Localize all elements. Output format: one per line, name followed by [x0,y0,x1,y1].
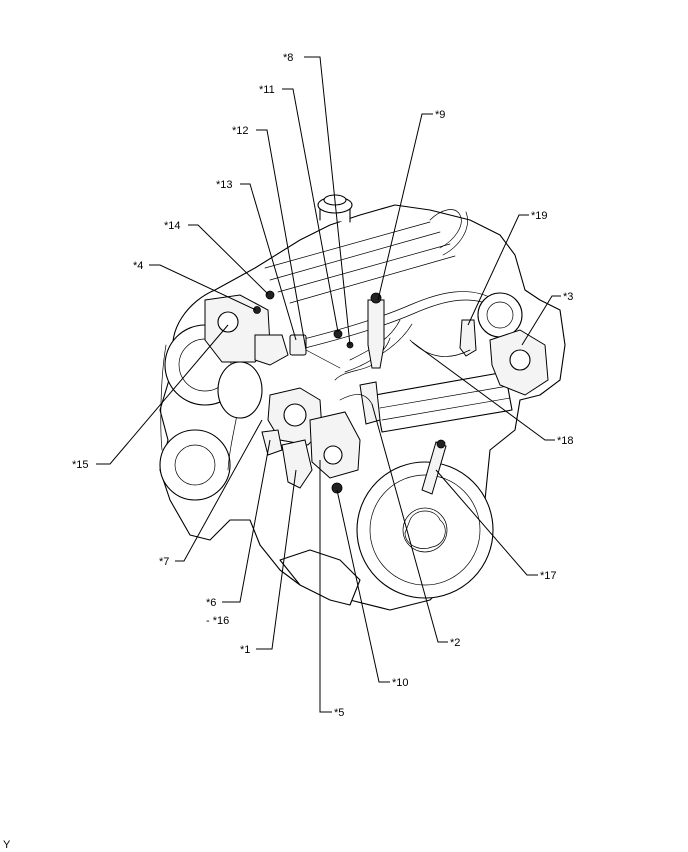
callout-18: *18 [557,435,574,447]
callout-11: *11 [259,84,275,96]
leader-13 [240,183,297,341]
leader-4 [149,264,257,311]
leader-2 [371,403,448,643]
leader-lines [96,56,561,713]
sensor-8-pipe [334,364,373,381]
flywheel-ring [369,474,481,586]
intake-throttle-bore [217,311,239,333]
engine-illustration [159,194,566,611]
actuator-3-port [509,349,531,371]
sensor-10 [331,482,343,494]
leader-15 [96,324,229,465]
callout-3: *3 [563,291,573,303]
egr-valve-5 [309,411,361,479]
callout-15: *15 [72,459,89,471]
leader-8 [304,56,351,346]
egr-valve-5-port [323,445,343,465]
callout-9: *9 [435,109,445,121]
sensor-4 [253,306,261,314]
callout-7: *7 [159,556,169,568]
callout-1: *1 [240,644,250,656]
turbo-housing-inner [486,301,514,329]
callout-10: *10 [392,677,409,689]
sensor-14 [265,290,275,300]
turbo-housing [477,292,523,338]
sensor-19 [459,319,477,357]
crank-pulley-inner [174,444,216,486]
sensor-13-body [289,334,307,356]
callout-17: *17 [540,570,557,582]
callout-8: *8 [283,52,293,64]
callout-6: *6 [206,597,216,609]
leader-10 [336,489,390,683]
leader-9 [377,113,433,301]
leader-17 [435,469,538,576]
callout-4: *4 [133,260,143,272]
egr-valve-1 [281,439,313,489]
throttle-actuator [254,334,289,366]
footer-code: Y [3,839,11,851]
leader-11 [282,88,339,333]
leader-7 [175,419,263,562]
injector-9 [367,299,385,369]
leader-1 [256,469,297,650]
throttle-valve-bore [283,403,307,427]
sensor-6 [261,429,283,456]
callout-5: *5 [334,707,344,719]
upper-hose [429,209,468,256]
pipe-2 [339,394,373,405]
leader-19 [467,214,529,326]
oil-filter [217,361,263,419]
head-cover-ribs [264,221,456,304]
injector-9-top [370,292,382,304]
leader-18 [411,341,555,441]
callout-19: *19 [531,210,548,222]
glow-plug-12 [305,349,341,369]
flywheel-hub [402,507,448,553]
leader-12 [256,129,307,351]
callout-12: *12 [232,125,249,137]
sensor-17-head [436,439,446,449]
leader-3 [521,295,561,346]
callout-14: *14 [164,220,181,232]
callout-labels: *8 *11 *9 *12 *13 *19 *14 *4 *3 *18 *15 … [72,52,574,719]
callout-2: *2 [450,637,460,649]
callout-16: - *16 [206,615,229,627]
callout-13: *13 [216,179,233,191]
fuel-rail-pipe [299,291,498,349]
leader-5 [319,460,332,713]
crank-pulley [159,429,231,501]
leader-6 [222,439,271,603]
egr-cooler-lines [379,385,511,421]
leader-14 [188,224,269,295]
